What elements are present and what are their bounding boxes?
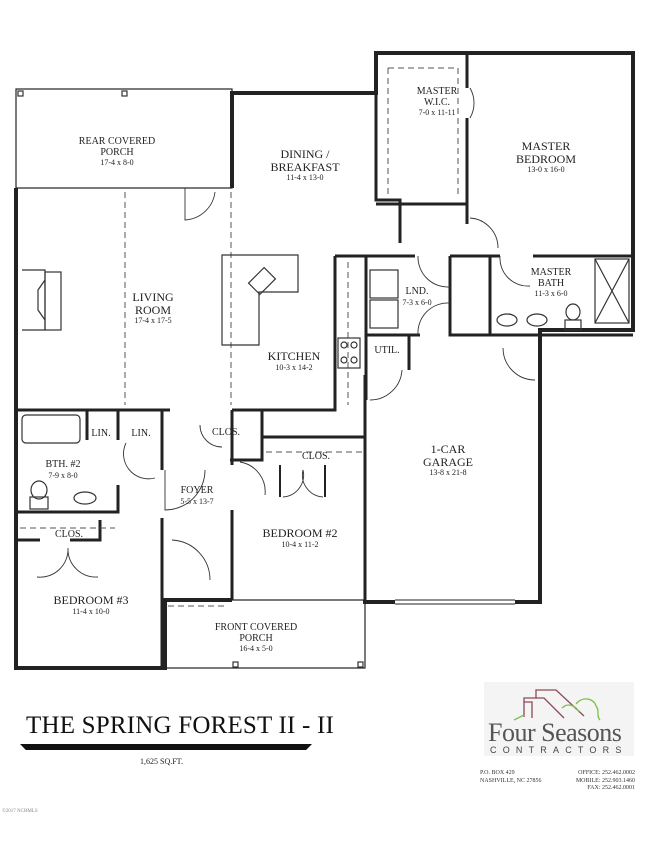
room-label-laundry: LND.7-3 x 6-0 [402, 286, 432, 307]
room-label-foyer-closet: CLOS. [211, 427, 241, 438]
floor-plan-drawing [14, 51, 635, 670]
address-line-2: NASHVILLE, NC 27856 [480, 777, 542, 784]
builder-logo [484, 682, 634, 756]
house-trees-logo-icon [513, 689, 601, 721]
builder-logo-wordmark: Four Seasons [488, 718, 622, 747]
address-line-1: P.O. BOX 429 [480, 770, 515, 776]
room-label-linen-1: LIN. [91, 428, 111, 439]
title-underline [20, 744, 312, 750]
builder-logo-subtitle: CONTRACTORS [490, 745, 628, 755]
builder-phones: OFFICE: 252.462.0002 MOBILE: 252.903.146… [565, 770, 635, 793]
room-label-linen-2: LIN. [131, 428, 151, 439]
copyright-notice: ©2017 NCRMLS [2, 809, 38, 814]
fax-number: FAX: 252.462.0001 [587, 785, 635, 791]
room-label-utility: UTIL. [374, 345, 400, 356]
room-label-bedroom-3-closet: CLOS. [54, 529, 84, 540]
square-footage: 1,625 SQ.FT. [140, 757, 183, 766]
builder-address: P.O. BOX 429 NASHVILLE, NC 27856 [480, 770, 542, 785]
plan-title: THE SPRING FOREST II - II [26, 712, 335, 739]
office-phone: OFFICE: 252.462.0002 [578, 770, 635, 776]
mobile-phone: MOBILE: 252.903.1460 [575, 777, 635, 784]
room-label-bedroom-2-closet: CLOS. [301, 451, 331, 462]
